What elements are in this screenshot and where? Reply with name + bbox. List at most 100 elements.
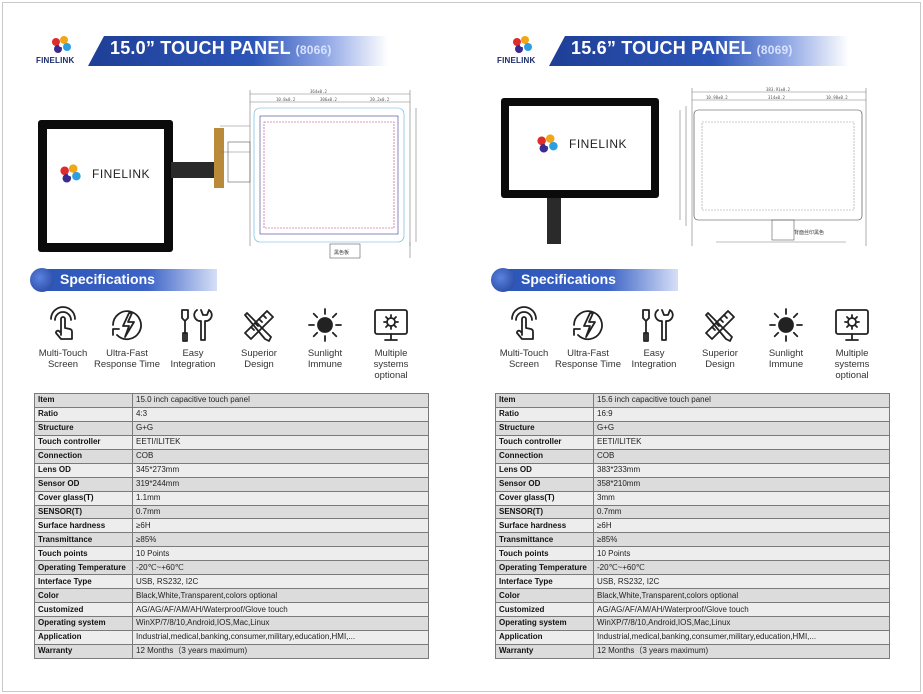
fast-response-icon <box>107 305 147 345</box>
screen-display <box>509 106 651 190</box>
title-main: 15.6” TOUCH PANEL <box>571 38 752 58</box>
monitor-gear-icon <box>371 305 411 345</box>
spec-key: Color <box>495 588 594 604</box>
spec-value: COB <box>132 448 429 464</box>
design-ruler-pencil-icon <box>239 305 279 345</box>
spec-key: Warranty <box>495 643 594 659</box>
header: FINELINK 15.0” TOUCH PANEL (8066) <box>28 30 448 70</box>
spec-value: WinXP/7/8/10,Android,IOS,Mac,Linux <box>132 616 429 631</box>
spec-key: Customized <box>34 602 133 617</box>
spec-value: Industrial,medical,banking,consumer,mili… <box>132 629 429 645</box>
spec-value: COB <box>593 448 890 464</box>
spec-key: Sensor OD <box>34 476 133 492</box>
spec-key: Interface Type <box>34 574 133 590</box>
screen-logo: FINELINK <box>531 130 627 158</box>
spec-value: -20℃~+60℃ <box>593 560 890 576</box>
spec-value: G+G <box>593 420 890 436</box>
spec-value: -20℃~+60℃ <box>132 560 429 576</box>
screen-frame: FINELINK <box>501 98 659 198</box>
feature-item: Ultra-Fast Response Time <box>94 305 160 370</box>
sun-icon <box>305 305 345 345</box>
spec-key: SENSOR(T) <box>495 504 594 520</box>
specifications-heading: Specifications <box>30 268 220 292</box>
spec-key: Interface Type <box>495 574 594 590</box>
spec-key: Touch points <box>34 546 133 562</box>
feature-item: Multiple systems optional <box>358 305 424 381</box>
spec-band <box>42 269 217 291</box>
spec-value: 383*233mm <box>593 462 890 478</box>
flower-logo-icon <box>52 36 71 53</box>
svg-text:306±0.2: 306±0.2 <box>320 97 337 102</box>
spec-key: Customized <box>495 602 594 617</box>
feature-item: Sunlight Immune <box>292 305 358 370</box>
feature-item: Superior Design <box>226 305 292 370</box>
spec-key: Operating Temperature <box>34 560 133 576</box>
feature-item: Ultra-Fast Response Time <box>555 305 621 370</box>
spec-value: EETI/ILITEK <box>593 434 890 450</box>
panel-15-0: FINELINK 15.0” TOUCH PANEL (8066) FINELI… <box>0 0 461 694</box>
feature-label: Sunlight Immune <box>307 348 343 370</box>
title-band <box>88 36 388 66</box>
screen-brand: FINELINK <box>569 137 628 151</box>
spec-key: Connection <box>495 448 594 464</box>
spec-key: Lens OD <box>495 462 594 478</box>
svg-text:10.8±0.2: 10.8±0.2 <box>276 97 296 102</box>
feature-label: Multiple systems optional <box>834 348 870 381</box>
spec-key: Operating system <box>34 616 133 631</box>
spec-key: Ratio <box>495 406 594 422</box>
svg-text:314±0.2: 314±0.2 <box>768 95 785 100</box>
spec-key: Touch controller <box>34 434 133 450</box>
spec-value: ≥85% <box>132 532 429 548</box>
spec-value: 10 Points <box>132 546 429 562</box>
spec-value: Black,White,Transparent,colors optional <box>132 588 429 604</box>
feature-label: Superior Design <box>702 348 738 370</box>
brand-logo: FINELINK <box>36 34 86 68</box>
spec-value: Industrial,medical,banking,consumer,mili… <box>593 629 890 645</box>
feature-label: Superior Design <box>241 348 277 370</box>
spec-key: Warranty <box>34 643 133 659</box>
feature-item: Easy Integration <box>621 305 687 370</box>
feature-label: Ultra-Fast Response Time <box>94 348 161 370</box>
design-ruler-pencil-icon <box>700 305 740 345</box>
svg-text:10.98±0.2: 10.98±0.2 <box>826 95 848 100</box>
tools-icon <box>634 305 674 345</box>
feature-item: Multi-Touch Screen <box>30 305 96 370</box>
spec-key: Ratio <box>34 406 133 422</box>
spec-key: Item <box>34 393 133 408</box>
screen-brand: FINELINK <box>92 167 151 181</box>
touch-hand-icon <box>43 305 83 345</box>
svg-text:383.91±0.2: 383.91±0.2 <box>766 87 791 92</box>
spec-key: Item <box>495 393 594 408</box>
spec-key: Operating system <box>495 616 594 631</box>
table-row: SENSOR(T)0.7mm <box>34 504 429 520</box>
title-band <box>549 36 849 66</box>
spec-title: Specifications <box>60 271 155 287</box>
spec-value: ≥85% <box>593 532 890 548</box>
flower-logo-icon <box>513 36 532 53</box>
spec-key: Transmittance <box>34 532 133 548</box>
spec-value: USB, RS232, I2C <box>132 574 429 590</box>
spec-value: 12 Months（3 years maximum) <box>132 643 429 659</box>
spec-value: 3mm <box>593 490 890 506</box>
title-code: (8066) <box>295 43 332 57</box>
feature-item: Multiple systems optional <box>819 305 885 381</box>
